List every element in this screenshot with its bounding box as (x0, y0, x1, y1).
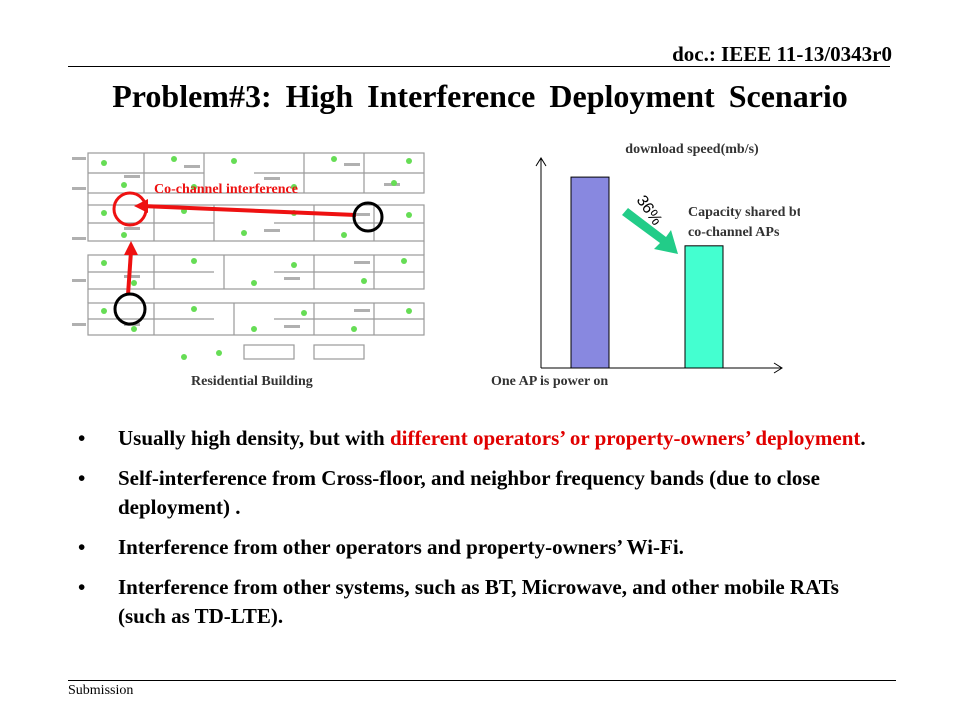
bullet-text: . (860, 426, 866, 450)
bullet-list: • Usually high density, but with differen… (76, 424, 866, 642)
shared-capacity-label: Capacity shared btw co-channel APs (688, 205, 800, 240)
download-speed-chart: download speed(mb/s) 36% Capacity shared… (535, 142, 800, 374)
chart-title: download speed(mb/s) (625, 142, 759, 157)
x-axis-arrow (773, 362, 783, 374)
victim-ap-circle (112, 191, 148, 227)
bullet-marker: • (78, 466, 86, 490)
floorplan-background (64, 147, 438, 369)
slide-title: Problem#3: High Interference Deployment … (112, 78, 848, 114)
y-axis-arrow (535, 157, 547, 167)
floorplan-walls (87, 152, 425, 360)
bullet-item: • Interference from other systems, such a… (76, 573, 866, 631)
footer-label: Submission (68, 683, 134, 698)
bullet-item: • Self-interference from Cross-floor, and… (76, 464, 866, 522)
floorplan-small-labels (72, 157, 400, 328)
decrease-arrow-icon (622, 208, 678, 254)
bar-one-ap (570, 176, 610, 369)
interferer-circle-below (113, 292, 147, 326)
bullet-item: • Usually high density, but with differen… (76, 424, 866, 453)
bullet-text: Self-interference from Cross-floor, and … (118, 466, 820, 519)
bullet-marker: • (78, 575, 86, 599)
bullet-marker: • (78, 426, 86, 450)
bar-shared-capacity (684, 245, 724, 369)
bullet-item: • Interference from other operators and p… (76, 533, 866, 562)
co-channel-label: Co-channel interference (154, 182, 298, 197)
vertical-interference-arrow (126, 250, 133, 296)
bullet-text: Interference from other operators and pr… (118, 535, 684, 559)
horizontal-interference-arrow (141, 204, 357, 217)
header-rule (68, 66, 890, 67)
interference-arrows (126, 204, 357, 296)
highlight-circles (112, 191, 384, 326)
bullet-text: Interference from other systems, such as… (118, 575, 839, 628)
floorplan-caption: Residential Building (191, 374, 313, 389)
chart-caption: One AP is power on (491, 374, 609, 389)
shared-capacity-label-line1: Capacity shared btw (688, 205, 800, 220)
document-id: doc.: IEEE 11-13/0343r0 (672, 42, 892, 66)
bullet-highlight-text: different operators’ or property-owners’… (389, 426, 861, 450)
interferer-circle-right (352, 201, 384, 233)
residential-floorplan: Co-channel interference (64, 147, 438, 369)
bullet-marker: • (78, 535, 86, 559)
footer-rule (68, 680, 896, 681)
shared-capacity-label-line2: co-channel APs (688, 225, 780, 240)
bullet-text: Usually high density, but with (118, 426, 390, 450)
arrowhead-up (124, 241, 138, 255)
